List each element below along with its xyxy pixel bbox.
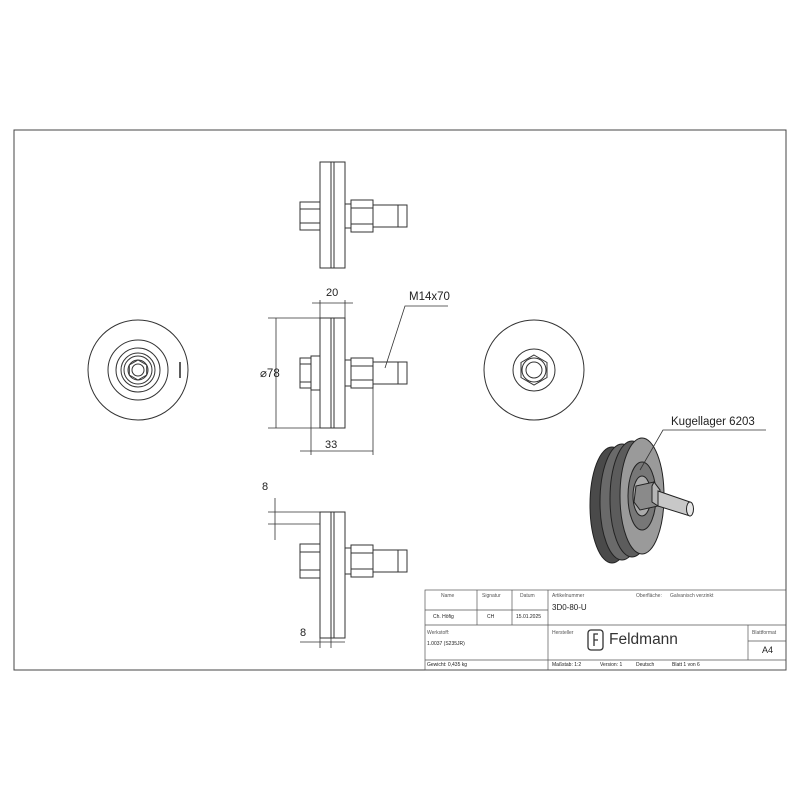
tb-header-manufacturer: Hersteller bbox=[552, 630, 574, 636]
kugellager-leader bbox=[639, 429, 766, 471]
tb-header-date: Datum bbox=[520, 593, 535, 599]
bottom-view bbox=[299, 511, 408, 639]
tb-value-weight: Gewicht: 0,435 kg bbox=[427, 662, 468, 668]
tb-header-signature: Signatur bbox=[482, 593, 501, 599]
front-view bbox=[299, 317, 408, 429]
drawing-frame bbox=[13, 129, 787, 671]
tb-value-format: A4 bbox=[762, 645, 774, 655]
tb-value-material: 1.0037 (S235JR) bbox=[427, 641, 465, 647]
tb-value-version: Version: 1 bbox=[600, 662, 623, 668]
tb-value-signature: CH bbox=[487, 614, 495, 620]
dim-bolt-m14x70: M14x70 bbox=[409, 291, 450, 303]
dim-width-20: 20 bbox=[326, 287, 339, 299]
tb-header-sheet-format: Blattformat bbox=[752, 630, 777, 636]
tb-value-article-no: 3D0-80-U bbox=[552, 603, 587, 612]
tb-header-material: Werkstoff: bbox=[427, 630, 450, 636]
callout-kugellager: Kugellager 6203 bbox=[671, 416, 755, 428]
tb-value-scale: Maßstab: 1:2 bbox=[552, 662, 582, 668]
tb-value-language: Deutsch bbox=[636, 662, 655, 668]
tb-surface-value: Galvanisch verzinkt bbox=[670, 593, 714, 599]
tb-header-surface: Oberfläche: bbox=[636, 593, 662, 599]
dim-thickness-bottom-8: 8 bbox=[300, 627, 307, 639]
tb-value-name: Ch. Höfig bbox=[433, 614, 454, 620]
dim-length-33: 33 bbox=[325, 439, 338, 451]
dim-diameter-78: ⌀78 bbox=[260, 368, 280, 380]
feldmann-logo-icon bbox=[587, 629, 604, 651]
bottom-view-dimensions bbox=[268, 498, 345, 648]
isometric-view bbox=[589, 437, 694, 564]
tb-value-sheet: Blatt 1 von 6 bbox=[672, 662, 700, 668]
company-name: Feldmann bbox=[609, 631, 678, 648]
right-view bbox=[483, 319, 585, 421]
top-view bbox=[299, 161, 408, 269]
front-view-dimensions bbox=[268, 300, 448, 455]
title-block bbox=[424, 589, 787, 671]
tb-value-date: 15.01.2025 bbox=[516, 614, 542, 620]
tb-header-name: Name bbox=[441, 593, 455, 599]
dim-thickness-top-8: 8 bbox=[262, 481, 269, 493]
tb-header-article-no: Artikelnummer bbox=[552, 593, 585, 599]
left-view bbox=[87, 319, 189, 421]
